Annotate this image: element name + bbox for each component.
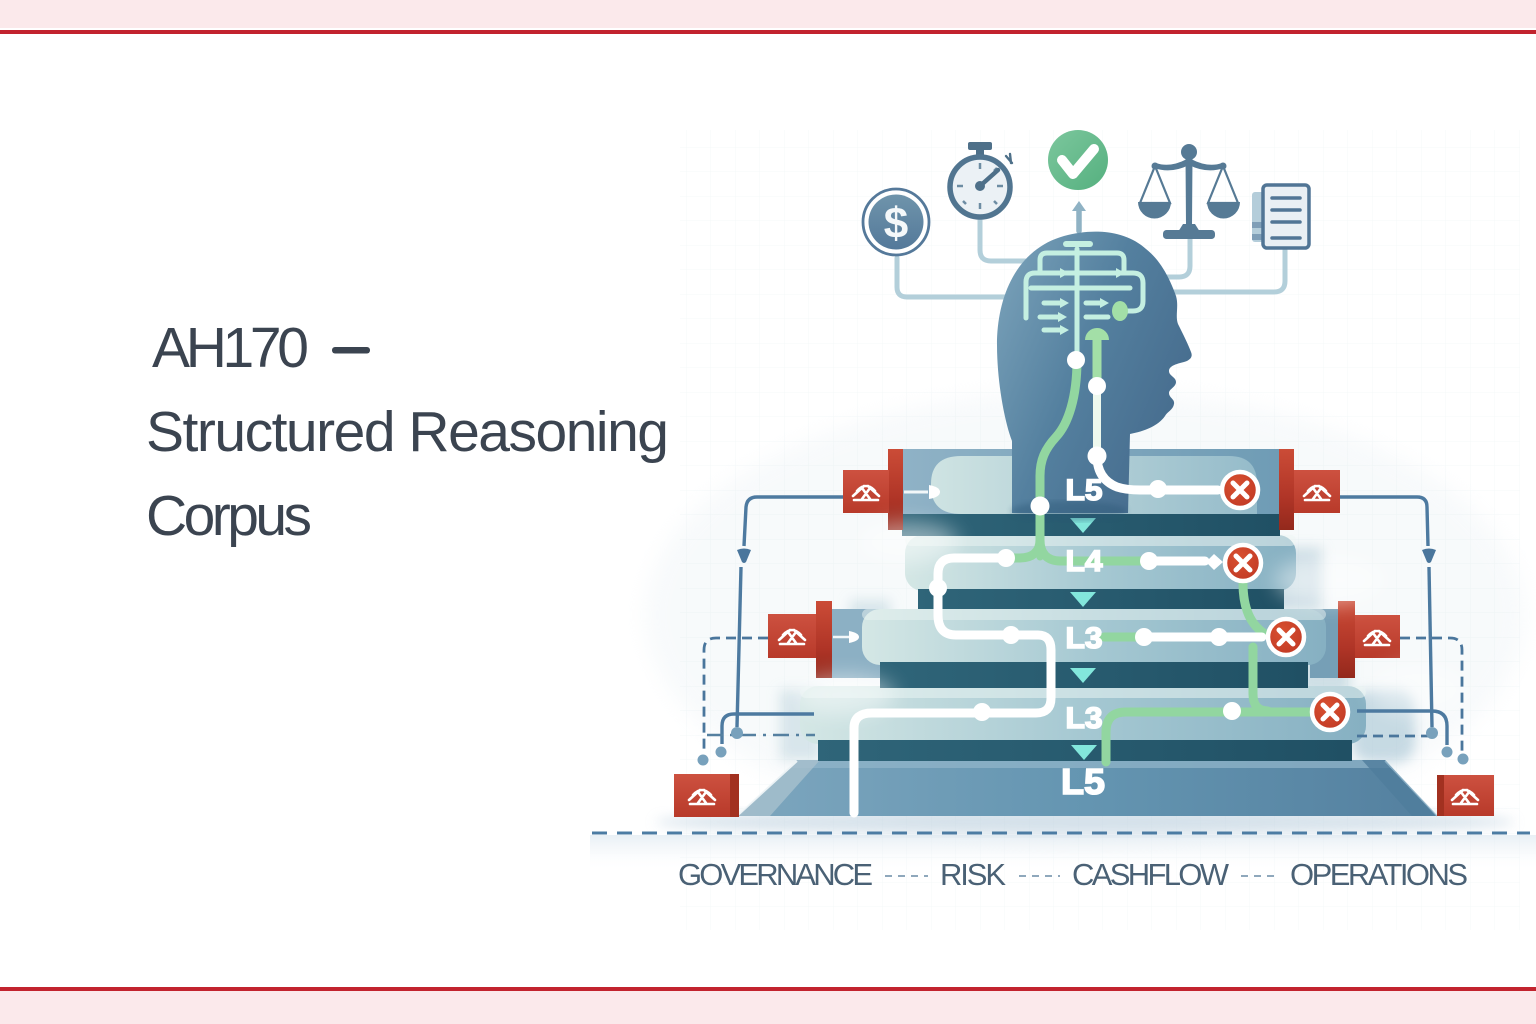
svg-text:L5: L5 <box>1066 474 1103 507</box>
svg-text:AH170: AH170 <box>152 316 309 380</box>
svg-text:L5: L5 <box>1061 761 1105 802</box>
svg-text:L3: L3 <box>1066 622 1103 655</box>
svg-text:RISK: RISK <box>940 857 1006 892</box>
svg-text:L3: L3 <box>1066 702 1103 735</box>
svg-text:CASHFLOW: CASHFLOW <box>1072 857 1230 892</box>
svg-text:$: $ <box>884 199 908 248</box>
svg-text:L4: L4 <box>1066 545 1103 578</box>
svg-text:GOVERNANCE: GOVERNANCE <box>678 857 873 892</box>
svg-text:Corpus: Corpus <box>146 484 312 548</box>
svg-text:Structured Reasoning: Structured Reasoning <box>146 400 669 464</box>
svg-text:OPERATIONS: OPERATIONS <box>1290 857 1468 892</box>
